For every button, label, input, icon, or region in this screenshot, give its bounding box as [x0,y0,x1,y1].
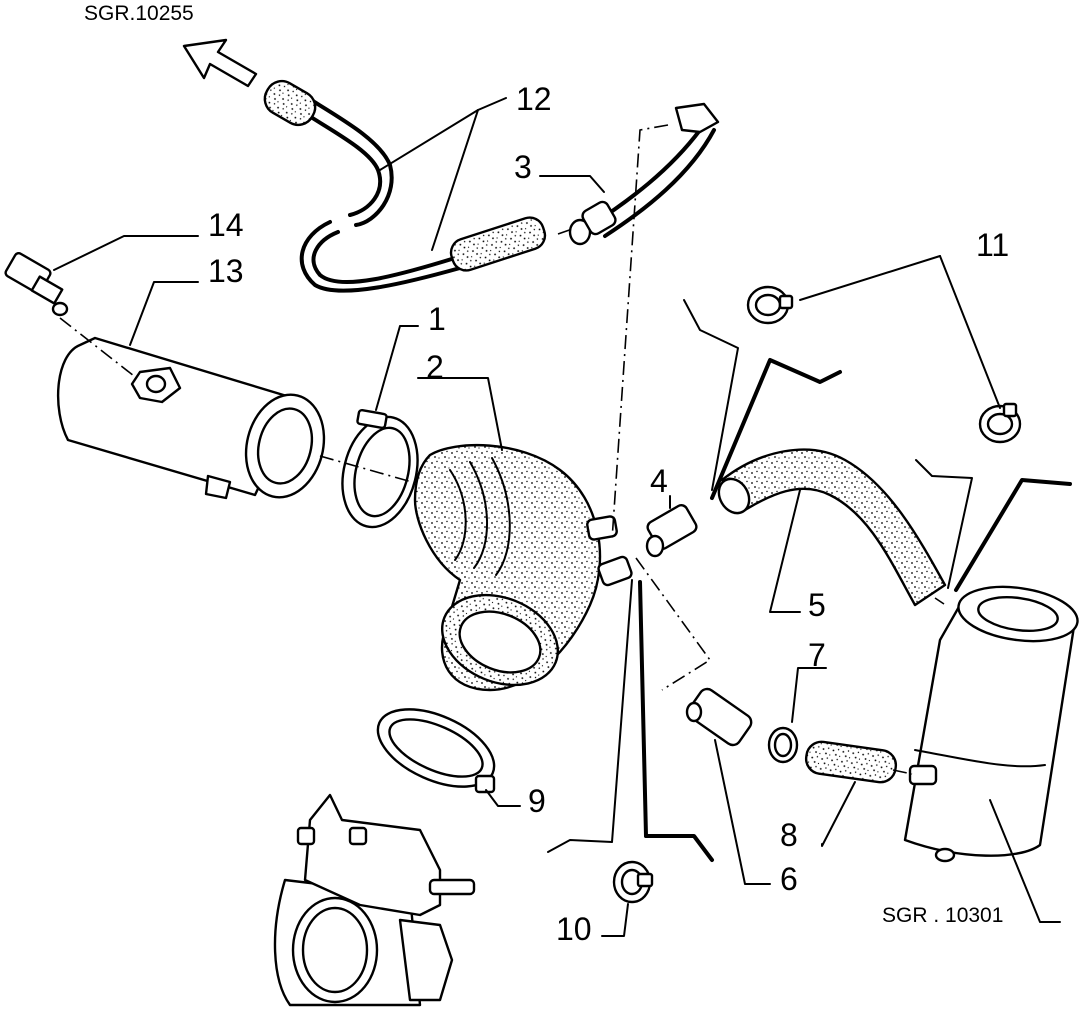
part-hose-5 [717,448,947,607]
callout-numbers: 12 3 14 13 1 2 4 11 5 7 8 6 9 10 [208,81,1009,947]
callout-4: 4 [650,463,668,499]
leader-lines [53,97,1072,937]
part-clamp-10 [612,860,654,904]
callout-3: 3 [514,149,532,185]
callout-10: 10 [556,911,592,947]
callout-5: 5 [808,587,826,623]
part-clamp-1 [341,408,419,529]
callout-7: 7 [808,637,826,673]
part-throttle-body [273,793,476,1007]
part-sensor-14 [4,252,69,317]
part-intake-duct-2 [413,444,633,692]
part-clamp-7 [767,726,799,764]
arrow-up-left-icon [182,38,258,88]
part-hose-8 [804,740,898,784]
part-clamp-9 [376,708,496,794]
part-air-filter-13 [57,336,326,500]
callout-6: 6 [780,861,798,897]
part-oil-separator [903,585,1079,863]
callout-9: 9 [528,783,546,819]
part-hose-12 [263,79,547,293]
callout-13: 13 [208,253,244,289]
part-connector-4 [645,504,698,558]
part-hose-3 [568,102,720,246]
reference-label-top: SGR.10255 [84,2,194,25]
callout-11: 11 [976,227,1009,263]
callout-14: 14 [208,207,244,243]
callout-1: 1 [428,301,446,337]
part-fitting-6 [685,687,753,747]
reference-label-bottom: SGR . 10301 [882,904,1003,927]
part-clamp-11 [746,285,1022,444]
callout-2: 2 [426,349,444,385]
callout-12: 12 [516,81,552,117]
callout-8: 8 [780,817,798,853]
alignment-lines [59,124,945,775]
